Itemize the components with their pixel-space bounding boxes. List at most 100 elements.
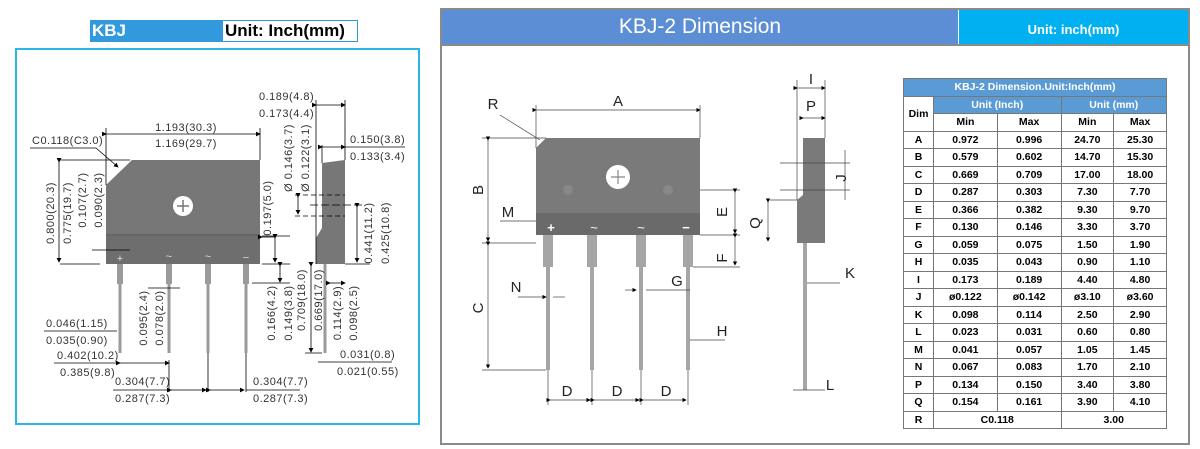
cell-mm-max: 7.70 xyxy=(1113,183,1167,202)
cell-inch-max: 0.161 xyxy=(996,393,1062,412)
cell-inch-min: 0.035 xyxy=(933,253,998,272)
dim-header: Dim xyxy=(903,95,934,132)
cell-mm-min: 17.00 xyxy=(1060,165,1115,184)
mm-min-header: Min xyxy=(1060,113,1115,132)
lead-width-min: 0.078(2.0) xyxy=(154,290,166,345)
pitch2-max: 0.304(7.7) xyxy=(115,376,170,388)
cell-inch-max: 0.189 xyxy=(996,270,1062,289)
cell-mm-min: 1.70 xyxy=(1060,358,1115,377)
inch-header: Unit (Inch) xyxy=(933,95,1062,114)
cell-inch-min: 0.098 xyxy=(933,305,998,324)
cell-mm-min: ø3.10 xyxy=(1060,288,1115,307)
terminal-ac2: ~ xyxy=(637,220,645,235)
cell-mm-min: 2.50 xyxy=(1060,305,1115,324)
cell-inch-min: 0.130 xyxy=(933,218,998,237)
cell-mm-max: 25.30 xyxy=(1113,130,1167,149)
lead-length-min: 0.669(17.0) xyxy=(313,269,325,331)
dimension-letters: A R B M E F C N G H D D D I P J Q K L xyxy=(470,71,855,400)
cell-dim: R xyxy=(903,410,934,429)
lead-offset-max: 0.114(2.9) xyxy=(332,286,344,340)
cell-inch-max: 0.382 xyxy=(996,200,1062,219)
cell-dim: G xyxy=(903,235,934,254)
cell-mm-min: 3.90 xyxy=(1060,393,1115,412)
dim-L: L xyxy=(826,377,834,394)
lead-side xyxy=(323,264,327,353)
mm-header: Unit (mm) xyxy=(1060,95,1167,114)
lead-length-max: 0.709(18.0) xyxy=(296,269,308,331)
cell-inch-min: 0.579 xyxy=(933,148,998,167)
cell-mm-max: 0.80 xyxy=(1113,323,1167,342)
dimension-lines xyxy=(482,80,850,405)
dim-I: I xyxy=(809,71,813,88)
cell-mm-min: 0.90 xyxy=(1060,253,1115,272)
edge-min: 0.090(2.3) xyxy=(93,172,105,227)
cell-dim: B xyxy=(903,148,934,167)
pitch2-min: 0.287(7.3) xyxy=(115,393,170,405)
cell-inch-min: 0.059 xyxy=(933,235,998,254)
cell-inch-min: 0.287 xyxy=(933,183,998,202)
pitch1-max: 0.402(10.2) xyxy=(57,350,119,362)
cell-dim: A xyxy=(903,130,934,149)
dim-D3: D xyxy=(661,383,672,400)
kbj2-dimension-panel xyxy=(440,8,1190,445)
dim-E: E xyxy=(714,207,731,217)
dim-H: H xyxy=(717,323,728,340)
kbj-dimension-drawing: + ~ ~ − xyxy=(30,91,405,405)
chamfer-label: C0.118(C3.0) xyxy=(32,135,103,147)
terminal-plus: + xyxy=(547,220,555,235)
cell-inch-min: 0.067 xyxy=(933,358,998,377)
kbj2-drawing: + ~ ~ − A R B M xyxy=(470,71,855,405)
dim-N: N xyxy=(511,279,522,296)
lead-thick-min: 0.021(0.55) xyxy=(337,366,399,378)
lead-side xyxy=(803,243,807,390)
cell-mm-max: 1.45 xyxy=(1113,340,1167,359)
package-lower-band xyxy=(106,235,260,264)
lead-shoulder-max: 0.166(4.2) xyxy=(266,285,278,340)
cell-dim: E xyxy=(903,200,934,219)
lead-shoulder-min: 0.149(3.8) xyxy=(283,285,295,340)
table-title: KBJ-2 Dimension.Unit:Inch(mm) xyxy=(903,78,1167,97)
cell-mm-max: 15.30 xyxy=(1113,148,1167,167)
width-min: 1.169(29.7) xyxy=(155,138,217,150)
cell-mm-min: 3.40 xyxy=(1060,375,1115,394)
cell-mm-max: 18.00 xyxy=(1113,165,1167,184)
cell-inch-max: 0.303 xyxy=(996,183,1062,202)
cell-inch-max: 0.146 xyxy=(996,218,1062,237)
dimension-lines xyxy=(30,100,405,393)
cell-inch-min: ø0.122 xyxy=(933,288,998,307)
cell-dim: K xyxy=(903,305,934,324)
dim-D2: D xyxy=(612,383,623,400)
hole-center-min: 0.425(10.8) xyxy=(380,202,392,264)
cell-inch-min: 0.669 xyxy=(933,165,998,184)
cell-inch-min: 0.041 xyxy=(933,340,998,359)
hole-max: Ø 0.146(3.7) xyxy=(283,124,295,192)
cell-mm-max: 9.70 xyxy=(1113,200,1167,219)
package-body-side xyxy=(316,160,345,264)
mm-max-header: Max xyxy=(1113,113,1167,132)
pitch3-max: 0.304(7.7) xyxy=(253,376,308,388)
cell-dim: J xyxy=(903,288,934,307)
band-height: 0.197(5.0) xyxy=(262,180,274,235)
dimension-table: KBJ-2 Dimension.Unit:Inch(mm) Dim Unit (… xyxy=(903,78,1167,429)
cell-dim: N xyxy=(903,358,934,377)
leads-front xyxy=(117,264,249,353)
cell-dim: C xyxy=(903,165,934,184)
cell-inch-max: 0.043 xyxy=(996,253,1062,272)
cell-mm-max: 2.90 xyxy=(1113,305,1167,324)
cell-dim: F xyxy=(903,218,934,237)
dim-K: K xyxy=(845,265,855,282)
cell-mm-min: 4.40 xyxy=(1060,270,1115,289)
cell-inch-max: 0.709 xyxy=(996,165,1062,184)
edge-max: 0.107(2.7) xyxy=(77,172,89,227)
dim-R: R xyxy=(488,96,499,113)
cell-mm-min: 0.60 xyxy=(1060,323,1115,342)
